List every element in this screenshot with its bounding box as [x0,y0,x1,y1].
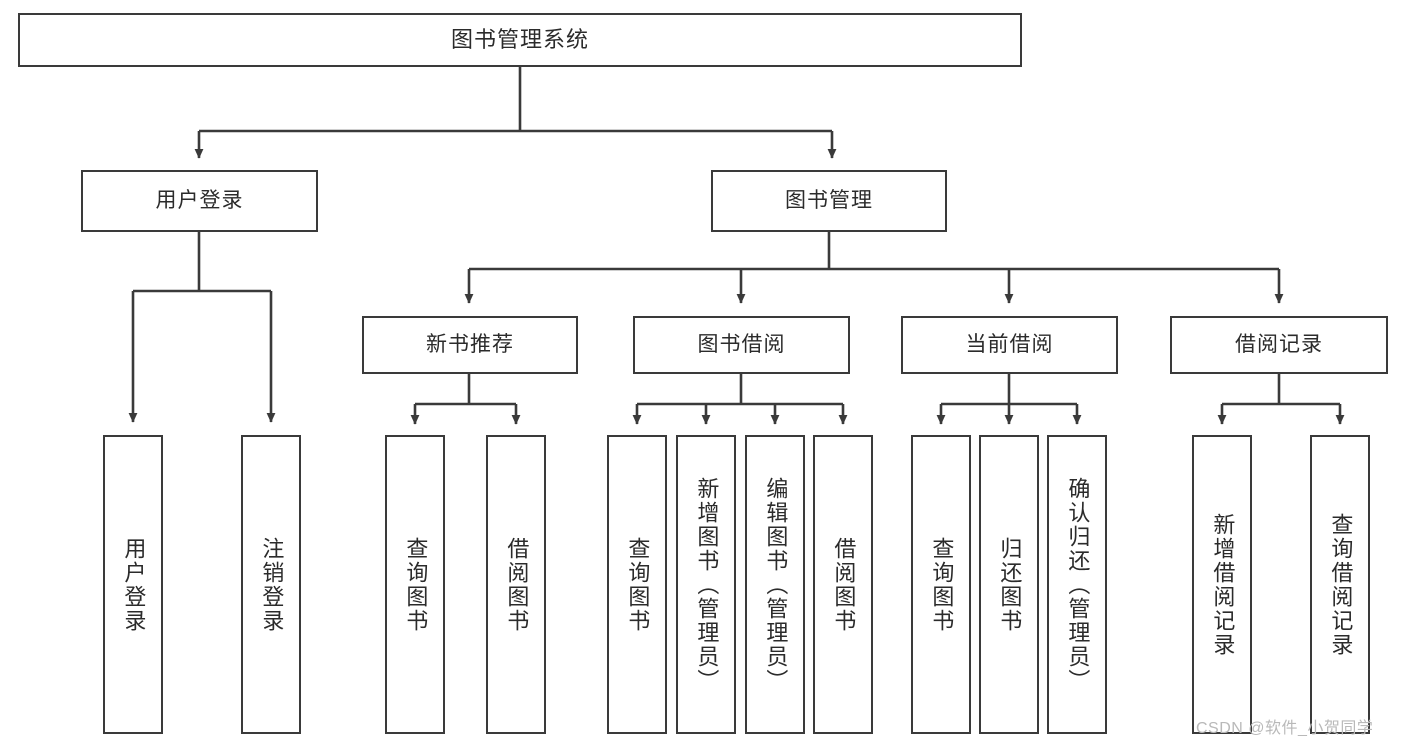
leaf-label: 注销登录 [259,536,285,633]
leaf-label: 查询图书 [929,536,955,633]
node-current-borrow[interactable]: 当前借阅 [901,316,1118,374]
leaf-current-query-book[interactable]: 查询图书 [911,435,971,734]
node-label: 新书推荐 [426,333,514,357]
leaf-label: 用户登录 [121,536,147,633]
leaf-current-return-book[interactable]: 归还图书 [979,435,1039,734]
leaf-record-query-record[interactable]: 查询借阅记录 [1310,435,1370,734]
leaf-recommend-borrow-book[interactable]: 借阅图书 [486,435,546,734]
leaf-label: 借阅图书 [831,536,857,633]
leaf-borrow-query-book[interactable]: 查询图书 [607,435,667,734]
node-label: 图书管理 [785,189,873,213]
leaf-label: 查询图书 [625,536,651,633]
leaf-label: 新增借阅记录 [1210,512,1236,657]
leaf-user-login-login[interactable]: 用户登录 [103,435,163,734]
leaf-label: 查询图书 [403,536,429,633]
node-label: 图书管理系统 [450,26,589,52]
leaf-label: 编辑图书（管理员） [763,476,789,693]
node-book-management[interactable]: 图书管理 [711,170,947,232]
node-label: 借阅记录 [1235,333,1323,357]
leaf-current-confirm-return-admin[interactable]: 确认归还（管理员） [1047,435,1107,734]
node-label: 图书借阅 [697,333,786,357]
node-new-book-recommend[interactable]: 新书推荐 [362,316,578,374]
node-user-login[interactable]: 用户登录 [81,170,318,232]
node-book-borrow[interactable]: 图书借阅 [633,316,850,374]
leaf-label: 新增图书（管理员） [694,476,720,693]
leaf-borrow-edit-book-admin[interactable]: 编辑图书（管理员） [745,435,805,734]
node-label: 用户登录 [155,189,244,213]
leaf-label: 借阅图书 [504,536,530,633]
leaf-user-login-logout[interactable]: 注销登录 [241,435,301,734]
node-root-system[interactable]: 图书管理系统 [18,13,1022,67]
leaf-label: 归还图书 [997,536,1023,633]
node-borrow-record[interactable]: 借阅记录 [1170,316,1388,374]
leaf-borrow-borrow-book[interactable]: 借阅图书 [813,435,873,734]
leaf-label: 确认归还（管理员） [1065,476,1091,693]
csdn-watermark: CSDN @软件_小贺同学 [1196,720,1374,737]
node-label: 当前借阅 [965,333,1054,357]
leaf-label: 查询借阅记录 [1328,512,1354,657]
leaf-borrow-add-book-admin[interactable]: 新增图书（管理员） [676,435,736,734]
leaf-recommend-query-book[interactable]: 查询图书 [385,435,445,734]
leaf-record-add-record[interactable]: 新增借阅记录 [1192,435,1252,734]
